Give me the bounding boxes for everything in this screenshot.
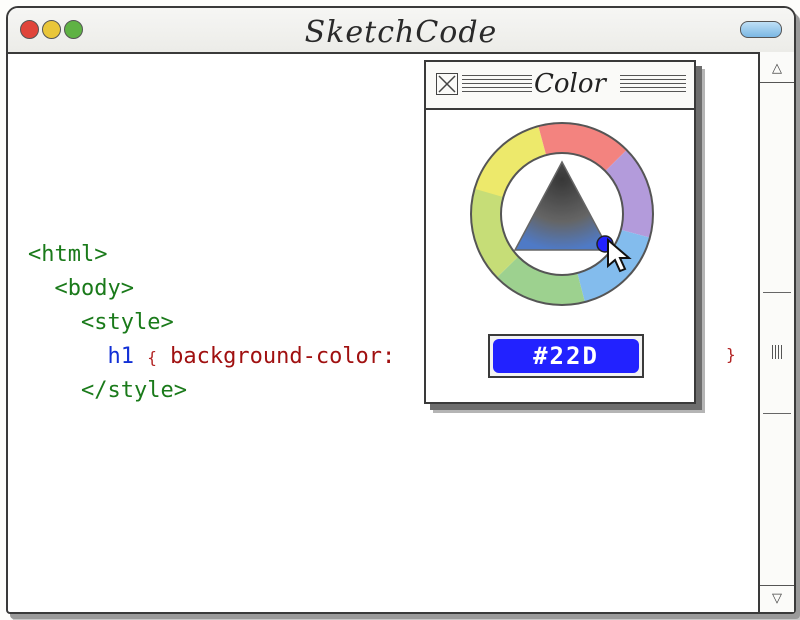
- minimize-window-button[interactable]: [42, 20, 61, 39]
- hex-value[interactable]: #22D: [493, 339, 639, 373]
- open-brace: {: [147, 348, 157, 367]
- css-selector: h1: [107, 344, 134, 369]
- code-line-css-rule: h1 { background-color:: [28, 340, 395, 374]
- window-titlebar[interactable]: SketchCode: [8, 8, 794, 54]
- scroll-down-button[interactable]: ▽: [760, 585, 794, 612]
- title-stripes-left: [462, 75, 532, 93]
- close-window-button[interactable]: [20, 20, 39, 39]
- css-property: background-color:: [170, 344, 396, 369]
- sketchcode-window: SketchCode △ ▽ <html> <body> <style> h1 …: [6, 6, 796, 614]
- code-editor[interactable]: <html> <body> <style> h1 { background-co…: [28, 238, 395, 408]
- triangle-up-icon: △: [772, 61, 782, 76]
- color-panel-title: Color: [534, 69, 606, 99]
- title-stripes-right: [620, 75, 686, 93]
- color-picker-panel: Color: [424, 60, 696, 404]
- triangle-down-icon: ▽: [772, 591, 782, 606]
- hex-input[interactable]: #22D: [488, 334, 644, 378]
- grip-icon: [772, 345, 784, 359]
- code-line-html: <html>: [28, 242, 108, 267]
- code-line-style-open: <style>: [80, 310, 174, 335]
- vertical-scrollbar[interactable]: △ ▽: [758, 52, 794, 612]
- zoom-window-button[interactable]: [64, 20, 83, 39]
- toolbar-toggle-button[interactable]: [740, 21, 782, 38]
- scroll-up-button[interactable]: △: [760, 56, 794, 83]
- close-box-icon[interactable]: [436, 73, 458, 95]
- color-panel-titlebar[interactable]: Color: [426, 62, 694, 110]
- arrow-cursor-icon: [607, 237, 632, 273]
- color-wheel[interactable]: [470, 122, 654, 306]
- window-title: SketchCode: [304, 15, 498, 50]
- saturation-triangle[interactable]: [513, 160, 611, 251]
- scrollbar-thumb[interactable]: [763, 292, 791, 414]
- close-brace: }: [726, 345, 736, 364]
- code-line-style-close: </style>: [80, 378, 187, 403]
- code-line-body: <body>: [54, 276, 134, 301]
- hue-ring[interactable]: [471, 123, 653, 305]
